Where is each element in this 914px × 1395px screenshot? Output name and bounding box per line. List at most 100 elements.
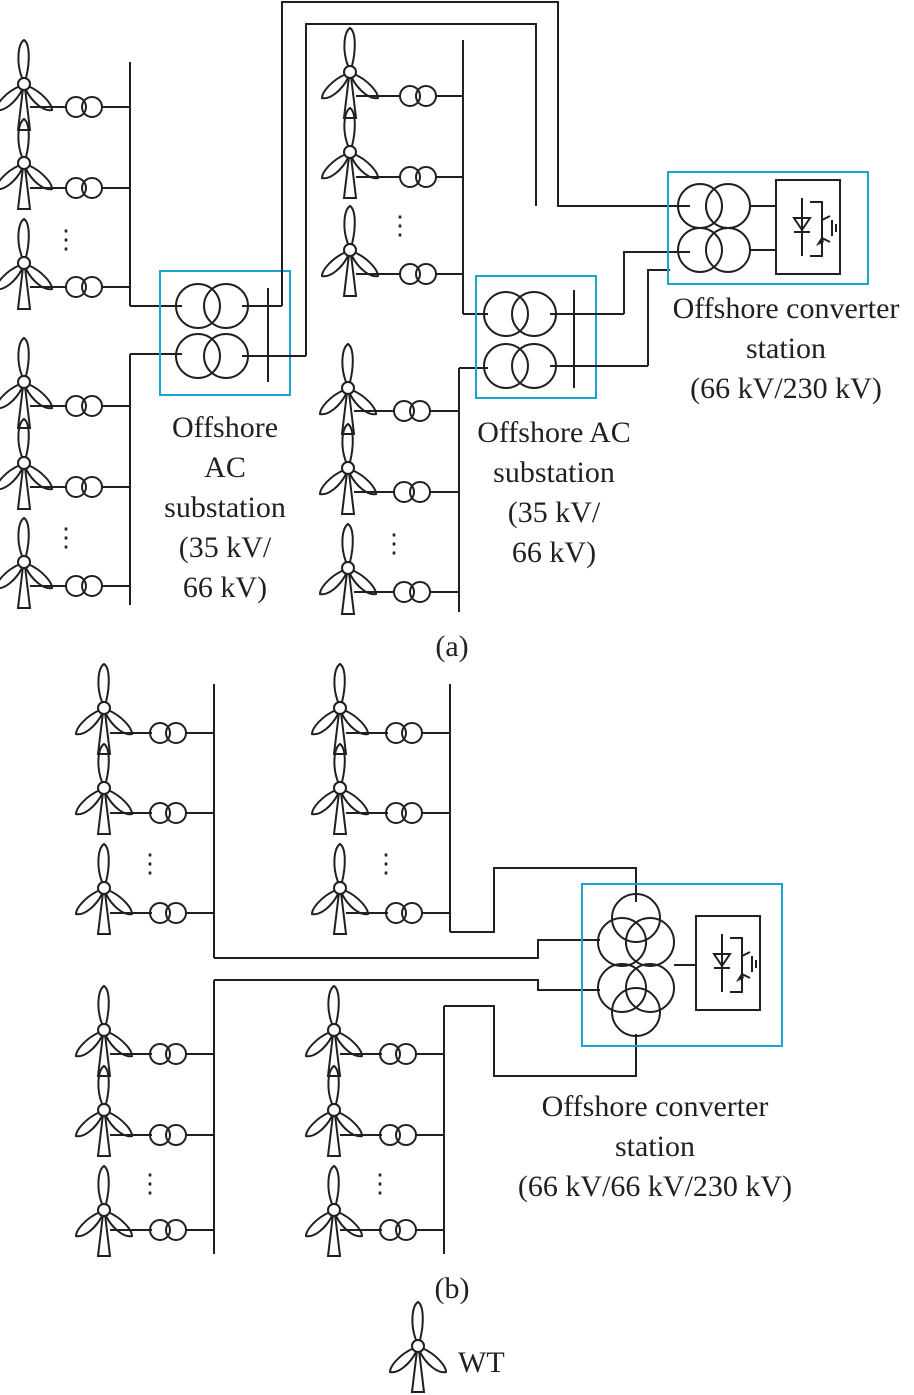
offshore-converter-station-b: [581, 883, 783, 1047]
transformer-icon: [385, 902, 423, 924]
svg-text:⋮: ⋮: [137, 1169, 163, 1198]
wind-turbine-icon: [305, 1065, 363, 1157]
svg-text:Offshore converter: Offshore converter: [673, 292, 900, 325]
wind-turbine-icon: [0, 218, 53, 310]
transformer-icon: [149, 722, 187, 744]
legend-label: WT: [458, 1346, 505, 1379]
svg-text:substation: substation: [493, 456, 615, 489]
wind-turbine-icon: [321, 107, 379, 199]
svg-text:(35 kV/: (35 kV/: [508, 496, 601, 529]
wind-turbine-icon: [0, 418, 53, 510]
transformer-icon: [149, 1124, 187, 1146]
svg-text:66 kV): 66 kV): [183, 571, 267, 604]
wind-turbine-icon: [0, 39, 53, 131]
transformer-icon: [149, 902, 187, 924]
wind-turbine-icon: [311, 843, 369, 935]
svg-text:⋮: ⋮: [137, 849, 163, 878]
transformer-icon: [175, 333, 249, 379]
transformer-icon: [393, 400, 431, 422]
wind-turbine-icon: [305, 1165, 363, 1257]
transformer-icon: [385, 722, 423, 744]
transformer-icon: [399, 263, 437, 285]
transformer-icon: [399, 85, 437, 107]
transformer-icon: [65, 476, 103, 498]
wind-turbine-icon: [75, 843, 133, 935]
transformer-icon: [483, 291, 557, 337]
wind-turbine-icon: [75, 1065, 133, 1157]
cluster-a-bottom-middle: ⋮: [319, 343, 488, 615]
transformer-icon: [379, 1219, 417, 1241]
svg-text:Offshore AC: Offshore AC: [477, 416, 631, 449]
svg-text:(35 kV/: (35 kV/: [179, 531, 272, 564]
transformer-icon: [385, 802, 423, 824]
converter-b-label: Offshore converter station (66 kV/66 kV/…: [518, 1090, 792, 1203]
transformer-icon: [65, 276, 103, 298]
transformer-icon: [399, 166, 437, 188]
svg-text:66 kV): 66 kV): [512, 536, 596, 569]
wind-turbine-icon: [75, 743, 133, 835]
wind-turbine-icon: [75, 985, 133, 1077]
converter-igbt-icon: [695, 915, 761, 1011]
svg-text:⋮: ⋮: [387, 211, 413, 240]
svg-text:AC: AC: [204, 451, 246, 484]
cluster-b-bottom-left: ⋮: [75, 979, 600, 1257]
transformer-icon: [393, 581, 431, 603]
transformer-icon: [149, 1219, 187, 1241]
caption-b: (b): [435, 1272, 470, 1305]
substation-2-label: Offshore AC substation (35 kV/ 66 kV): [477, 416, 631, 569]
offshore-ac-substation-1: [159, 1, 690, 396]
transformer-icon: [175, 283, 249, 329]
wind-turbine-icon: [389, 1301, 447, 1393]
svg-text:(66 kV/230 kV): (66 kV/230 kV): [690, 372, 882, 405]
transformer-icon: [149, 1043, 187, 1065]
transformer-icon: [149, 802, 187, 824]
svg-text:substation: substation: [164, 491, 286, 524]
transformer-icon: [379, 1124, 417, 1146]
caption-a: (a): [435, 630, 468, 663]
converter-igbt-icon: [775, 179, 841, 275]
cluster-a-top-left: ⋮: [0, 39, 182, 310]
panel-b: ⋮ ⋮ ⋮: [75, 663, 792, 1305]
svg-text:⋮: ⋮: [53, 523, 79, 552]
cluster-b-bottom-right: ⋮: [305, 985, 637, 1257]
cluster-b-top-right: ⋮: [311, 663, 637, 935]
transformer-icon: [65, 96, 103, 118]
wind-turbine-icon: [0, 337, 53, 429]
transformer-icon: [393, 481, 431, 503]
panel-a: ⋮ ⋮ Offshore AC: [0, 1, 900, 663]
wind-turbine-icon: [305, 985, 363, 1077]
wind-turbine-icon: [311, 743, 369, 835]
svg-text:Offshore converter: Offshore converter: [542, 1090, 769, 1123]
cluster-a-bottom-left: ⋮: [0, 337, 182, 609]
offshore-ac-substation-2: [475, 251, 690, 399]
converter-a-label: Offshore converter station (66 kV/230 kV…: [673, 292, 900, 405]
wind-turbine-icon: [319, 423, 377, 515]
transformer-icon: [483, 343, 557, 389]
legend: WT: [389, 1301, 505, 1393]
svg-text:⋮: ⋮: [53, 225, 79, 254]
wind-turbine-icon: [319, 523, 377, 615]
wind-turbine-icon: [75, 1165, 133, 1257]
wind-turbine-icon: [0, 517, 53, 609]
offshore-converter-station-a: [667, 171, 869, 285]
wind-turbine-icon: [319, 343, 377, 435]
svg-text:⋮: ⋮: [373, 849, 399, 878]
svg-text:⋮: ⋮: [381, 529, 407, 558]
wind-turbine-icon: [311, 663, 369, 755]
wind-turbine-icon: [75, 663, 133, 755]
cluster-b-top-left: ⋮: [75, 663, 600, 959]
transformer-icon: [379, 1043, 417, 1065]
svg-text:station: station: [615, 1130, 695, 1163]
wind-turbine-icon: [321, 205, 379, 297]
wind-turbine-icon: [0, 118, 53, 210]
svg-text:⋮: ⋮: [367, 1169, 393, 1198]
transformer-icon: [65, 575, 103, 597]
substation-1-label: Offshore AC substation (35 kV/ 66 kV): [164, 411, 286, 604]
transformer-icon: [65, 177, 103, 199]
svg-text:Offshore: Offshore: [172, 411, 278, 444]
transformer-icon: [65, 395, 103, 417]
cluster-a-top-middle: ⋮: [321, 27, 488, 315]
svg-text:station: station: [746, 332, 826, 365]
transformer-icon: [677, 227, 751, 273]
